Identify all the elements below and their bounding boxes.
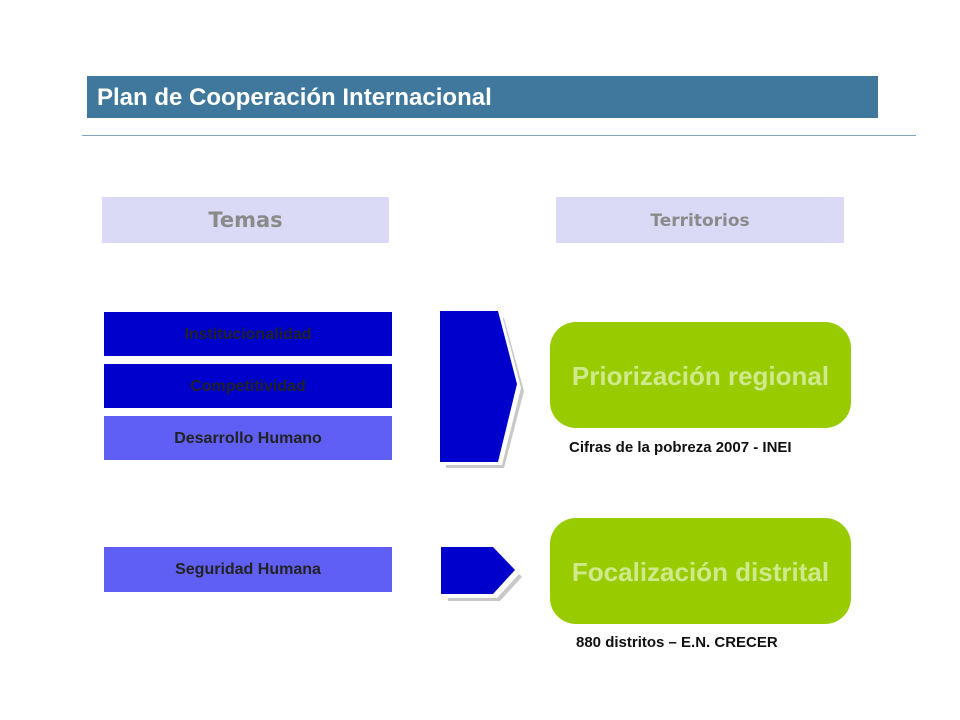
small-chevron-arrow	[441, 547, 522, 601]
tema-desarrollo-humano: Desarrollo Humano	[104, 416, 392, 460]
tema-competitividad: Competitividad	[104, 364, 392, 408]
large-chevron-arrow	[440, 311, 524, 468]
divider-line	[82, 135, 916, 136]
focalizacion-distrital-box: Focalización distrital	[550, 518, 851, 624]
temas-header: Temas	[102, 197, 389, 243]
regional-caption: Cifras de la pobreza 2007 - INEI	[569, 439, 792, 456]
territorios-header: Territorios	[556, 197, 844, 243]
priorizacion-regional-box: Priorización regional	[550, 322, 851, 428]
page-title: Plan de Cooperación Internacional	[97, 84, 492, 111]
distrital-caption: 880 distritos – E.N. CRECER	[576, 634, 778, 651]
tema-institucionalidad: Institucionalidad	[104, 312, 392, 356]
tema-seguridad-humana: Seguridad Humana	[104, 547, 392, 592]
title-bar: Plan de Cooperación Internacional	[87, 76, 878, 118]
